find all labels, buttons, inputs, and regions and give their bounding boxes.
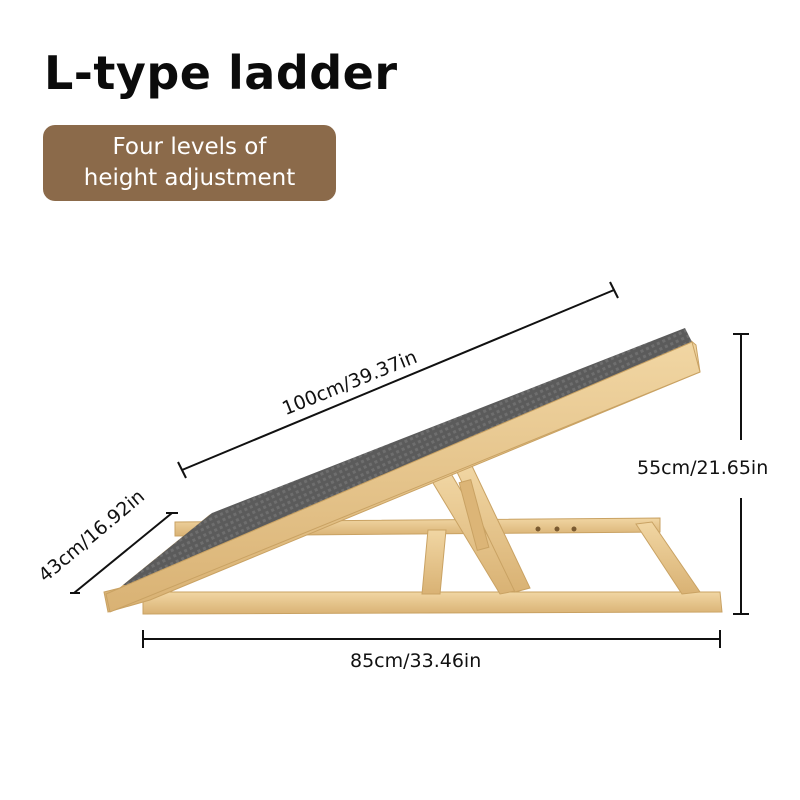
badge-line-1: Four levels of [112,134,267,160]
base-frame [142,517,723,615]
ramp-board [103,328,701,613]
badge-line-2: height adjustment [83,165,296,191]
feature-badge: Four levels of height adjustment [43,125,336,201]
base-dimension-label: 85cm/33.46in [350,650,482,672]
page-title: L-type ladder [44,46,398,100]
height-dimension-label: 55cm/21.65in [637,457,769,479]
